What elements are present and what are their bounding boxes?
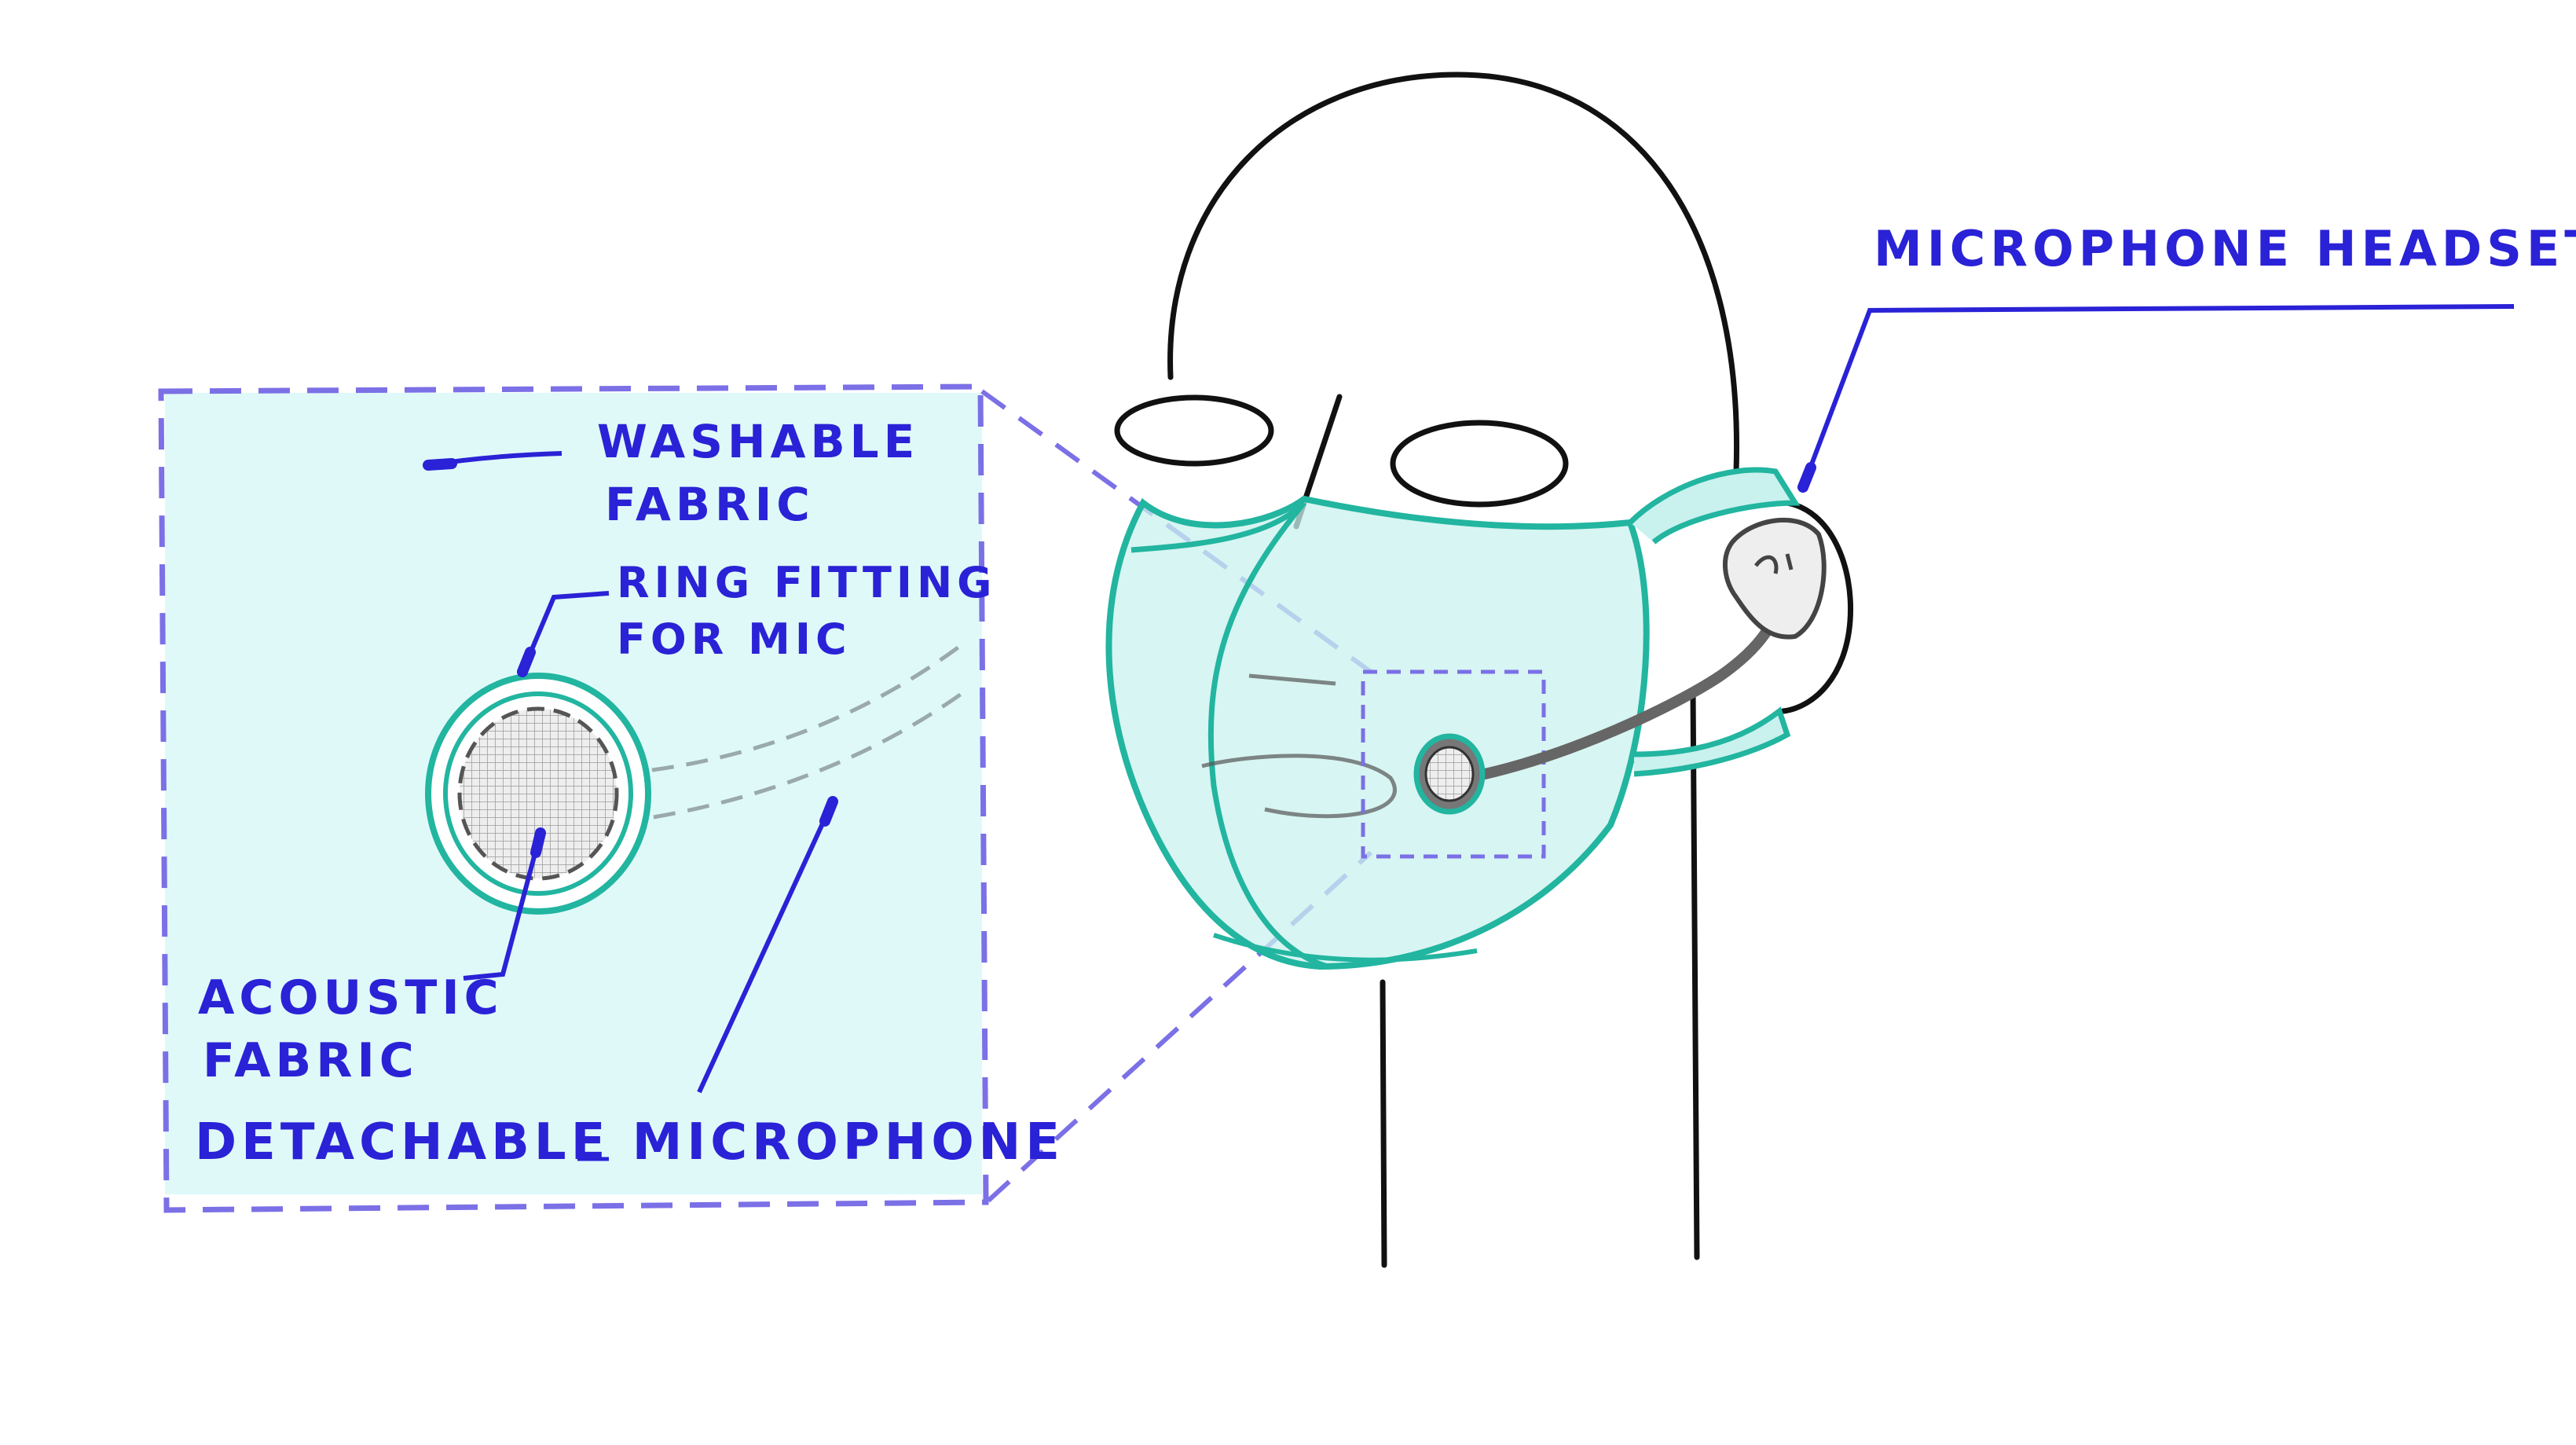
mask-body [1108,499,1646,966]
label-washable-fabric-line2: FABRIC [605,478,815,531]
label-washable-fabric-line1: WASHABLE [597,415,919,468]
label-acoustic-fabric-line1: ACOUSTIC [198,970,504,1025]
label-ring-fitting-line1: RING FITTING [617,558,997,607]
label-microphone-headset: MICROPHONE HEADSET [1874,220,2576,277]
mic-capsule-grille [1426,747,1473,801]
label-detachable-microphone: DETACHABLE MICROPHONE [195,1113,1064,1172]
label-ring-fitting-line2: FOR MIC [617,614,852,664]
ear-piece [1725,520,1824,637]
washable-fabric-leader-tip [428,464,452,465]
neck-right [1693,691,1697,1257]
microphone-headset-leader [1803,306,2514,487]
acoustic-fabric-leader-tip [536,833,540,853]
label-acoustic-fabric-line2: FABRIC [203,1033,419,1088]
microphone-headset-leader-tip [1803,468,1811,487]
right-eye [1393,423,1566,504]
detachable-mic-leader-tip [825,801,833,821]
ring-fitting-leader-tip [522,652,530,672]
neck-left [1383,982,1384,1265]
left-eye [1117,398,1271,464]
